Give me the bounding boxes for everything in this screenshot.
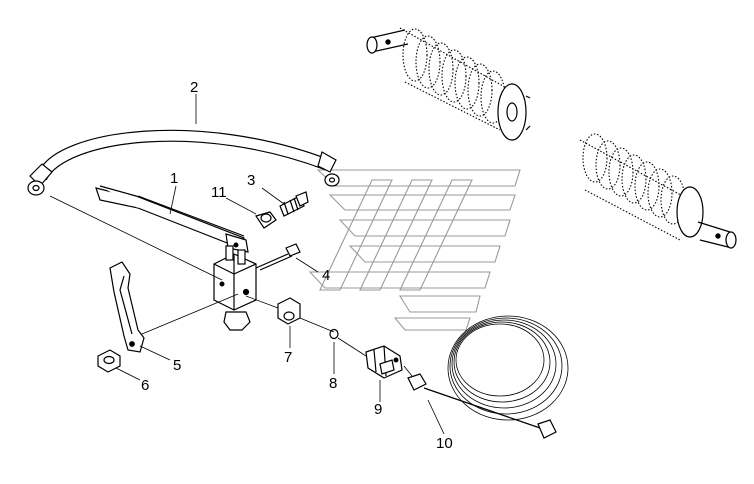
part-10-coiled-cable [407,315,569,439]
callout-8: 8 [329,375,337,392]
callout-11: 11 [211,184,227,201]
part-11-clip [255,211,277,229]
part-4-bolt [255,243,301,271]
callout-9: 9 [374,401,382,418]
callout-4: 4 [322,267,330,284]
part-7-adapter [277,297,301,325]
part-8-o-ring [329,328,339,340]
part-9-coupler [365,345,403,379]
callout-3: 3 [247,172,255,189]
part-5-bracket-arm [109,261,145,353]
part-2-hose [27,129,340,196]
leader-lines [115,94,445,435]
assembly-lines [49,195,413,377]
callout-1: 1 [170,170,178,187]
callout-10: 10 [436,435,453,452]
callout-6: 6 [141,377,149,394]
part-3-fitting [279,191,309,217]
callout-5: 5 [173,357,181,374]
lower-spring-roller [579,133,737,249]
callout-7: 7 [284,349,292,366]
callout-2: 2 [190,79,198,96]
upper-spring-roller [366,27,531,141]
watermark-logo [308,169,521,331]
part-1-control-valve [95,185,257,331]
part-6-nut [97,349,121,373]
